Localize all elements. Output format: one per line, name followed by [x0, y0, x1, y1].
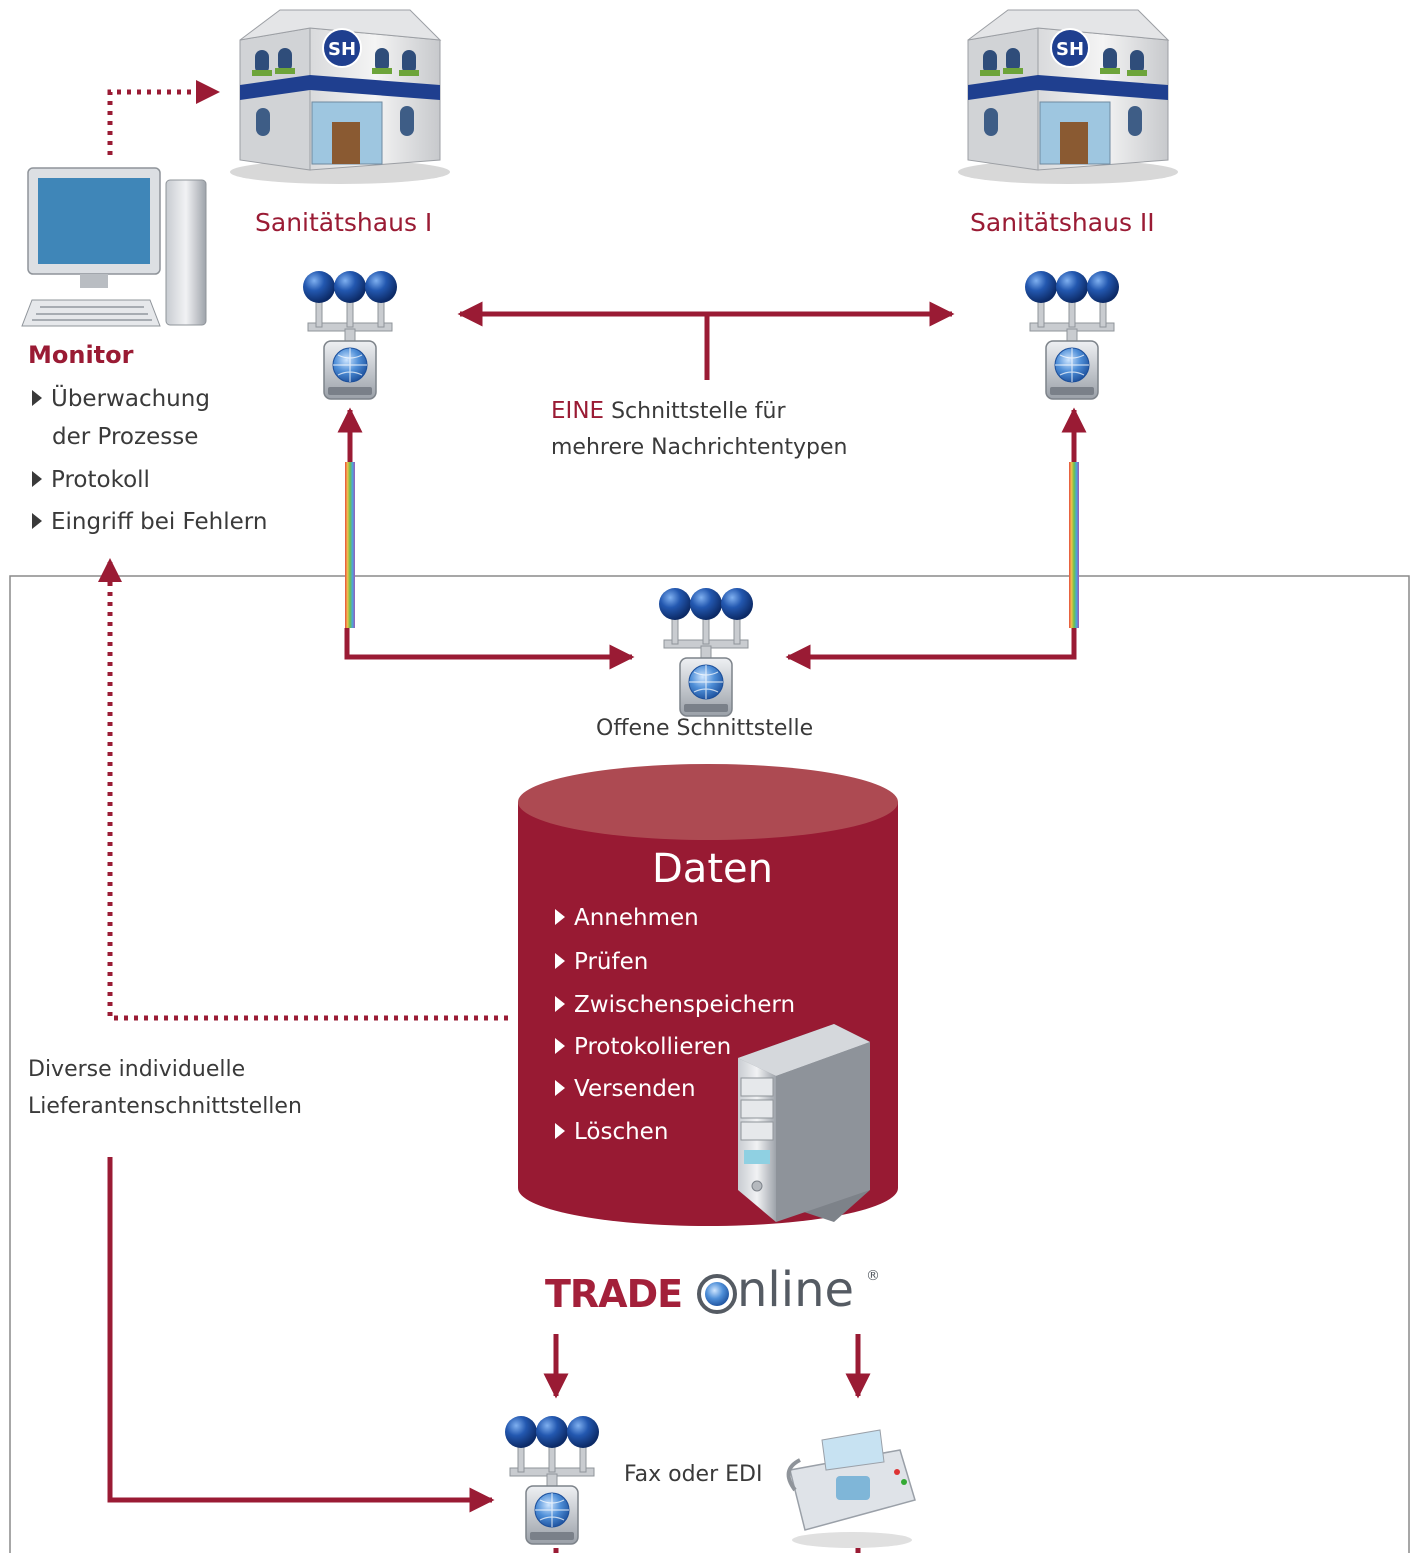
data-item-2: Prüfen — [555, 949, 648, 975]
fax-edi-label: Fax oder EDI — [624, 1462, 763, 1487]
data-item-text: Versenden — [574, 1076, 696, 1102]
data-item-text: Löschen — [574, 1119, 669, 1145]
monitor-feedback-arrowhead — [98, 558, 122, 582]
cable-store2 — [1069, 462, 1079, 628]
arrow-to-open-right — [785, 628, 1077, 670]
data-item-1: Annehmen — [555, 905, 699, 931]
interface-hub-icon-open — [658, 587, 754, 717]
building-icon-store2 — [957, 9, 1179, 185]
interface-note-highlight: EINE — [551, 398, 605, 424]
data-item-text: Zwischenspeichern — [574, 992, 796, 1018]
monitor-item-1: Überwachung — [32, 386, 210, 412]
monitor-link-arrowhead — [196, 80, 220, 104]
monitor-item-text: Eingriff bei Fehlern — [51, 509, 268, 535]
bullet-icon — [555, 1079, 565, 1096]
computer-icon — [21, 167, 207, 327]
monitor-title: Monitor — [28, 341, 134, 369]
bullet-icon — [32, 470, 42, 487]
store1-label: Sanitätshaus I — [255, 208, 433, 237]
arrow-to-open-left — [344, 628, 635, 670]
interface-hub-icon-store1 — [302, 270, 398, 400]
bullet-icon — [32, 512, 42, 529]
data-item-4: Protokollieren — [555, 1034, 731, 1060]
monitor-item-text: Protokoll — [51, 467, 150, 493]
bullet-icon — [555, 1122, 565, 1139]
monitor-item-3: Eingriff bei Fehlern — [32, 509, 267, 535]
data-item-text: Prüfen — [574, 949, 649, 975]
building-icon-store1 — [229, 9, 451, 185]
system-boundary — [9, 575, 1410, 1553]
monitor-item-text-cont: der Prozesse — [52, 424, 199, 450]
interface-note: EINE Schnittstelle für — [551, 398, 785, 424]
bullet-icon — [555, 908, 565, 925]
monitor-item-text: Überwachung — [51, 386, 210, 412]
data-item-5: Versenden — [555, 1076, 696, 1102]
data-item-text: Annehmen — [574, 905, 699, 931]
cable-store1 — [345, 462, 355, 628]
data-title: Daten — [652, 846, 773, 892]
monitor-item-2: Protokoll — [32, 467, 150, 493]
logo-globe-icon — [697, 1274, 737, 1314]
server-icon — [738, 1024, 870, 1222]
data-item-6: Löschen — [555, 1119, 668, 1145]
monitor-feedback-line — [107, 562, 508, 1021]
data-item-3: Zwischenspeichern — [555, 992, 795, 1018]
interface-note-line2: mehrere Nachrichtentypen — [551, 435, 848, 460]
bullet-icon — [555, 1037, 565, 1054]
suppliers-line2: Lieferantenschnittstellen — [28, 1094, 302, 1119]
fax-icon — [786, 1429, 916, 1548]
data-item-text: Protokollieren — [574, 1034, 732, 1060]
bullet-icon — [555, 952, 565, 969]
logo-online: nline — [737, 1262, 855, 1318]
bullet-icon — [555, 995, 565, 1012]
interface-note-line1: Schnittstelle für — [611, 399, 786, 424]
interface-hub-icon-supplier — [504, 1415, 600, 1545]
suppliers-line1: Diverse individuelle — [28, 1057, 246, 1082]
monitor-link-store — [107, 89, 216, 155]
logo-registered: ® — [866, 1268, 880, 1284]
store2-label: Sanitätshaus II — [970, 208, 1155, 237]
suppliers-arrow — [107, 1157, 495, 1513]
logo-trade: TRADE — [545, 1272, 683, 1316]
interface-hub-icon-store2 — [1024, 270, 1120, 400]
open-interface-label: Offene Schnittstelle — [596, 716, 814, 741]
bullet-icon — [32, 389, 42, 406]
